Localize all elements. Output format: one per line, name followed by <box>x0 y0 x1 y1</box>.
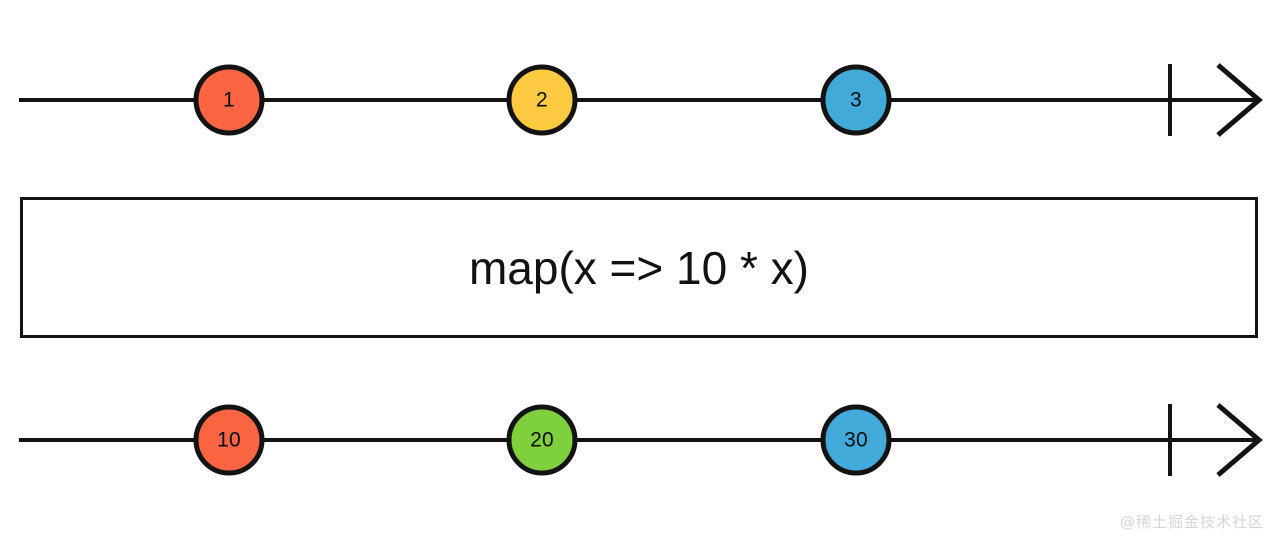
result-arrowhead-icon <box>1216 403 1263 477</box>
source-timeline: 1 2 3 <box>0 40 1280 160</box>
operator-label: map(x => 10 * x) <box>468 241 810 294</box>
source-marble[interactable] <box>506 64 578 136</box>
source-arrowhead-icon <box>1216 63 1263 137</box>
result-marble[interactable] <box>506 404 578 476</box>
result-marble[interactable] <box>193 404 265 476</box>
result-marble[interactable] <box>820 404 892 476</box>
operator-box[interactable]: map(x => 10 * x) <box>20 197 1258 338</box>
result-timeline: 10 20 30 <box>0 380 1280 500</box>
watermark: @稀土掘金技术社区 <box>1119 513 1264 531</box>
source-marble[interactable] <box>820 64 892 136</box>
source-marble[interactable] <box>193 64 265 136</box>
